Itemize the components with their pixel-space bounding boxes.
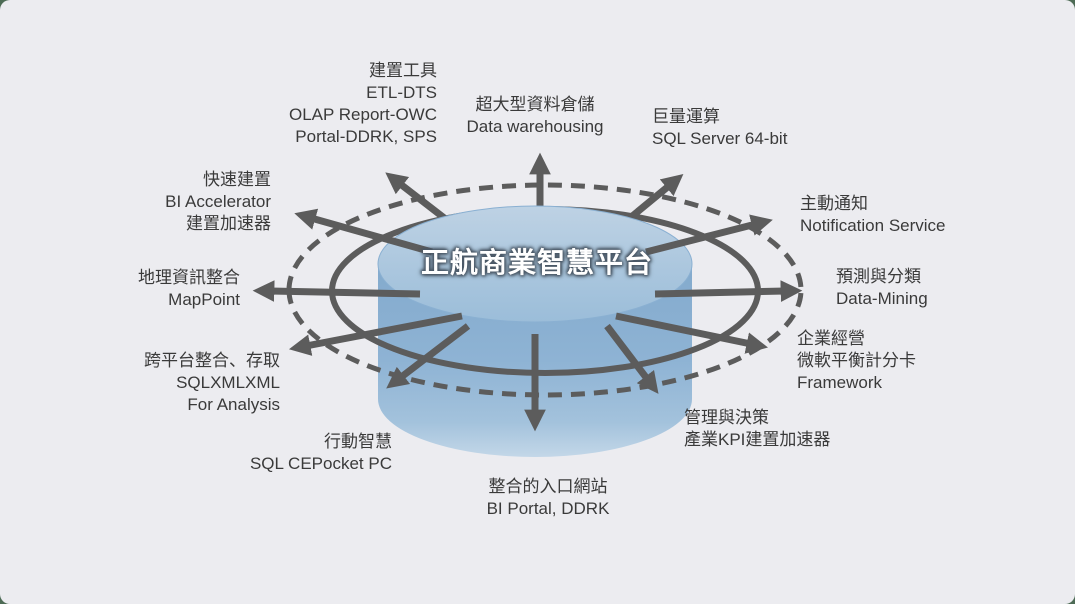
label-line: 快速建置 (203, 170, 271, 189)
label-line: BI Accelerator (165, 192, 271, 211)
label-line: 預測與分類 (836, 267, 921, 286)
label-cross-platform: 跨平台整合、存取 SQLXMLXML For Analysis (144, 350, 280, 416)
label-line: For Analysis (187, 395, 280, 414)
arrow-shallow-up-left (294, 208, 433, 256)
arrow-shallow-up-right (645, 214, 773, 256)
rings-front (286, 289, 804, 398)
label-data-mining: 預測與分類 Data-Mining (836, 266, 928, 310)
dashed-ring-top-arc (286, 182, 804, 291)
label-line: 超大型資料倉儲 (475, 95, 595, 114)
label-line: Portal-DDRK, SPS (295, 127, 437, 146)
label-line: 巨量運算 (652, 107, 720, 126)
label-line: 整合的入口網站 (488, 477, 608, 496)
arrow-steep-down-right (604, 323, 659, 394)
label-enterprise-scorecard: 企業經營 微軟平衡計分卡 Framework (797, 328, 916, 394)
label-line: 企業經營 (797, 329, 865, 348)
platform-title: 正航商業智慧平台 (420, 247, 654, 278)
label-rapid-build: 快速建置 BI Accelerator 建置加速器 (165, 169, 271, 235)
arrow-right (654, 280, 803, 302)
label-line: SQL CEPocket PC (249, 454, 392, 473)
label-line: Data warehousing (466, 117, 604, 136)
label-line: SQLXMLXML (176, 373, 280, 392)
label-line: MapPoint (168, 290, 240, 309)
label-bi-portal: 整合的入口網站 BI Portal, DDRK (398, 476, 698, 520)
arrow-steep-down-left (386, 323, 471, 389)
label-line: 行動智慧 (324, 432, 392, 451)
label-line: BI Portal, DDRK (486, 499, 610, 518)
label-line: 地理資訊整合 (138, 268, 240, 287)
solid-ring-bottom-arc (329, 290, 761, 376)
label-line: 管理與決策 (684, 408, 769, 427)
label-build-tools: 建置工具 ETL-DTS OLAP Report-OWC Portal-DDRK… (289, 60, 437, 148)
label-line: Framework (797, 373, 883, 392)
label-line: 產業KPI建置加速器 (684, 430, 831, 449)
dashed-ring-bottom-arc (286, 289, 804, 398)
label-line: 建置工具 (369, 61, 437, 80)
label-geo-integration: 地理資訊整合 MapPoint (138, 267, 240, 311)
label-mobile-bi: 行動智慧 SQL CEPocket PC (250, 431, 392, 475)
arrow-left (252, 280, 421, 302)
label-notification: 主動通知 Notification Service (800, 193, 946, 237)
label-line: 跨平台整合、存取 (144, 351, 280, 370)
arrow-shallow-down-left (288, 312, 463, 356)
label-management-decision: 管理與決策 產業KPI建置加速器 (684, 407, 830, 451)
label-line: OLAP Report-OWC (288, 105, 437, 124)
label-line: 建置加速器 (186, 214, 271, 233)
label-line: SQL Server 64-bit (652, 129, 788, 148)
label-line: 主動通知 (800, 194, 868, 213)
arrows-front (252, 208, 803, 432)
cylinder-top (377, 205, 693, 323)
label-data-warehousing: 超大型資料倉儲 Data warehousing (400, 94, 670, 138)
label-line: Notification Service (800, 216, 946, 235)
arrow-shallow-down-right (615, 312, 768, 354)
label-line: ETL-DTS (366, 83, 437, 102)
label-line: Data-Mining (836, 289, 928, 308)
label-line: 微軟平衡計分卡 (797, 351, 916, 370)
label-big-compute: 巨量運算 SQL Server 64-bit (652, 106, 787, 150)
